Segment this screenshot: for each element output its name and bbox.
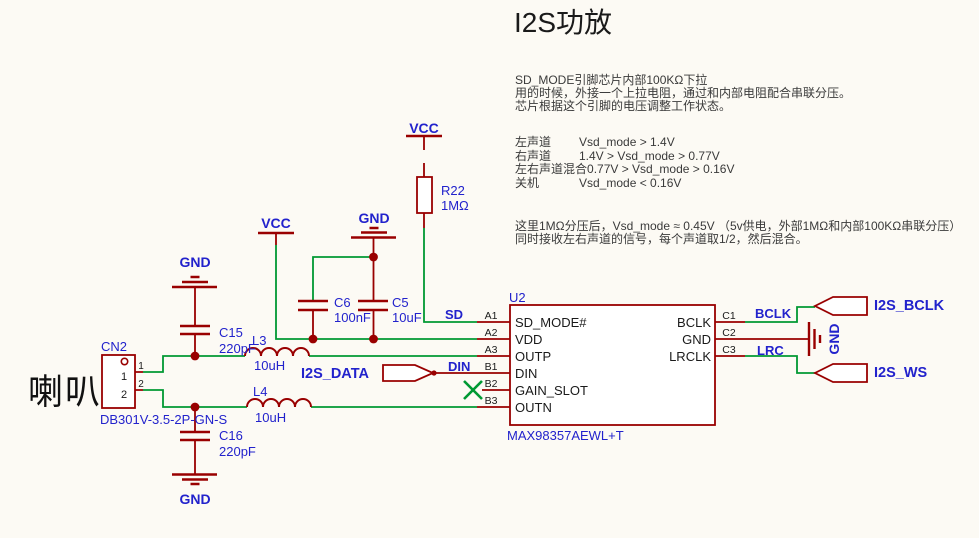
net-label-din: DIN <box>448 359 471 374</box>
capacitor-c15[interactable] <box>180 324 210 336</box>
resistor-r22[interactable] <box>416 176 433 214</box>
u2-pin-name-sd-mode: SD_MODE# <box>515 315 587 330</box>
c15-value: 220pF <box>219 341 256 356</box>
wire-stubs-red[interactable] <box>135 136 809 474</box>
annotation-paragraph-2: 这里1MΩ分压后，Vsd_mode ≈ 0.45V （5v供电，外部1MΩ和内部… <box>515 219 962 246</box>
u2-pin-name-lrclk: LRCLK <box>669 349 711 364</box>
inductor-l3[interactable] <box>244 347 310 357</box>
u2-pin-num-c3: C3 <box>722 344 736 356</box>
capacitor-c6[interactable] <box>298 299 328 312</box>
u2-pin-num-b1: B1 <box>484 361 498 373</box>
u2-pin-num-a2: A2 <box>484 327 498 339</box>
cn2-pin2-inside: 2 <box>120 389 128 401</box>
cn2-pin1-outside: 1 <box>138 361 144 372</box>
cn2-ref: CN2 <box>101 339 128 354</box>
annotation-paragraph-1: SD_MODE引脚芯片内部100KΩ下拉 用的时候，外接一个上拉电阻，通过和内部… <box>515 73 852 113</box>
c6-ref: C6 <box>334 295 351 310</box>
wire-net-vdd[interactable] <box>275 245 477 340</box>
c5-ref: C5 <box>392 295 409 310</box>
speaker-label: 喇叭 <box>28 373 103 412</box>
gnd-label-c15: GND <box>179 254 211 270</box>
u2-pin-num-c1: C1 <box>722 310 736 322</box>
gnd-symbol-c16[interactable] <box>172 473 217 486</box>
u2-pin-num-a1: A1 <box>484 310 498 322</box>
l4-ref: L4 <box>253 384 268 399</box>
u2-pin-name-gnd: GND <box>682 332 711 347</box>
c15-ref: C15 <box>219 325 243 340</box>
cn2-value: DB301V-3.5-2P-GN-S <box>100 412 228 427</box>
gnd-label-mid: GND <box>358 210 390 226</box>
u2-pin-num-b2: B2 <box>484 378 498 390</box>
gnd-label-right: GND <box>826 323 842 355</box>
gnd-symbol-mid[interactable] <box>351 226 396 239</box>
c16-value: 220pF <box>219 444 256 459</box>
inductor-l4[interactable] <box>246 398 312 408</box>
gnd-label-c16: GND <box>179 491 211 507</box>
page-title: I2S功放 <box>513 7 613 38</box>
connector-cn2[interactable] <box>101 354 136 409</box>
u2-pin-num-b3: B3 <box>484 395 498 407</box>
r22-value: 1MΩ <box>441 198 469 213</box>
gnd-symbol-c15[interactable] <box>172 275 217 289</box>
port-i2s-bclk[interactable] <box>812 296 868 316</box>
port-label-i2s-ws: I2S_WS <box>874 365 928 381</box>
l3-ref: L3 <box>252 333 267 348</box>
u2-pin-name-din: DIN <box>515 366 538 381</box>
c6-value: 100nF <box>334 310 371 325</box>
c16-ref: C16 <box>219 428 243 443</box>
l3-value: 10uH <box>254 358 286 373</box>
u2-pin-name-bclk: BCLK <box>677 315 711 330</box>
vcc-label-top: VCC <box>409 120 439 136</box>
net-label-lrc: LRC <box>757 343 784 358</box>
u2-pin-name-gain-slot: GAIN_SLOT <box>515 383 588 398</box>
wire-net-bclk[interactable] <box>745 306 815 323</box>
capacitor-c5[interactable] <box>358 299 388 312</box>
port-i2s-ws[interactable] <box>812 363 868 383</box>
cn2-pin2-outside: 2 <box>138 379 144 390</box>
u2-pin-name-vdd: VDD <box>515 332 543 347</box>
gnd-symbol-right[interactable] <box>807 322 822 356</box>
cn2-pin1-inside: 1 <box>120 371 128 383</box>
junction-dots <box>190 252 437 412</box>
wire-net-lrclk[interactable] <box>745 355 815 374</box>
port-label-i2s-bclk: I2S_BCLK <box>874 298 945 314</box>
net-label-sd: SD <box>445 307 464 322</box>
port-label-i2s-data: I2S_DATA <box>301 366 369 382</box>
u2-pin-num-c2: C2 <box>722 327 736 339</box>
pin1-marker-icon <box>120 357 129 366</box>
mode-row: 左右声道混合0.77V > Vsd_mode > 0.16V <box>515 162 735 176</box>
u2-pin-name-outn: OUTN <box>515 400 552 415</box>
net-label-bclk: BCLK <box>755 306 792 321</box>
chip-u2[interactable] <box>509 304 716 426</box>
vcc-label-left: VCC <box>261 215 291 231</box>
u2-ref: U2 <box>509 290 526 305</box>
u2-pin-num-a3: A3 <box>484 344 498 356</box>
wire-net-gnd-caps[interactable] <box>312 256 374 300</box>
u2-pin-name-outp: OUTP <box>515 349 552 364</box>
wire-net-outp[interactable] <box>143 355 477 373</box>
c5-value: 10uF <box>392 310 422 325</box>
u2-value: MAX98357AEWL+T <box>507 428 624 443</box>
no-connect-x-icon <box>463 380 483 400</box>
capacitor-c16[interactable] <box>180 430 210 442</box>
l4-value: 10uH <box>255 410 287 425</box>
r22-ref: R22 <box>441 183 465 198</box>
wire-net-sd[interactable] <box>423 228 477 323</box>
wire-net-outn[interactable] <box>143 389 477 408</box>
port-i2s-data[interactable] <box>382 364 436 382</box>
